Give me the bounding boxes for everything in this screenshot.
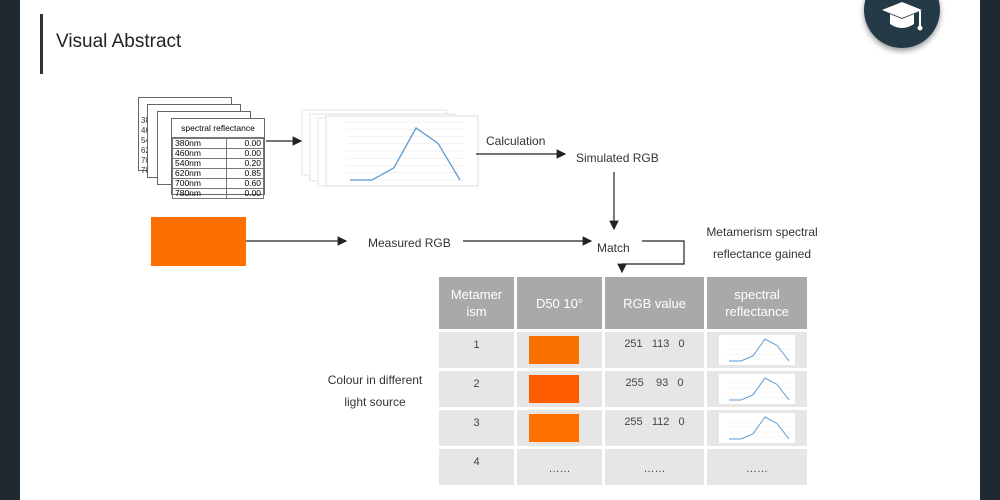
arrow-match-to-table (617, 240, 685, 274)
swatch-cell: …… (517, 449, 602, 485)
logo-badge (864, 0, 940, 48)
rgb-value: 255 112 0 (624, 416, 685, 428)
color-swatch (529, 336, 579, 364)
mini-curve (729, 377, 790, 401)
rgb-value: 251 113 0 (624, 338, 685, 350)
spectral-reflectance-cell (707, 371, 807, 407)
metamer-id: 3 (473, 417, 480, 429)
mini-curve (729, 416, 790, 440)
metamer-id: 1 (473, 339, 480, 351)
spectral-reflectance-cell (707, 410, 807, 446)
header-cell: D50 10° (517, 277, 602, 329)
measured-color-sample (151, 217, 246, 266)
color-swatch (529, 375, 579, 403)
colour-line-2: light source (344, 395, 406, 409)
metamer-id: 4 (473, 456, 480, 468)
title-accent-bar (40, 14, 43, 74)
metamer-id-cell: 4 (439, 449, 514, 485)
fragment: 54 (141, 136, 150, 145)
reflectance-cell: 0.00 (225, 188, 265, 199)
metamer-id: 2 (473, 378, 480, 390)
rgb-value-cell: …… (605, 449, 704, 485)
fragment: 62 (141, 146, 150, 155)
rgb-value: …… (643, 463, 666, 475)
gained-line-2: reflectance gained (712, 247, 812, 261)
swatch-cell (517, 332, 602, 368)
spectral-table-header: spectral reflectance (172, 119, 264, 138)
fragment: 46 (141, 126, 150, 135)
ellipsis-text: …… (548, 463, 571, 475)
simulated-rgb-label: Simulated RGB (576, 151, 659, 165)
mini-spectral-chart (719, 374, 795, 404)
match-label: Match (597, 241, 630, 255)
ellipsis-text: …… (746, 463, 768, 475)
chart-gridlines (346, 121, 464, 181)
rgb-value-cell: 255 112 0 (605, 410, 704, 446)
back-table-fragments: 38 46 54 62 70 78 (141, 116, 150, 176)
measured-rgb-label: Measured RGB (368, 236, 451, 250)
rgb-value-cell: 255 93 0 (605, 371, 704, 407)
fragment: 70 (141, 156, 150, 165)
metamer-id-cell: 2 (439, 371, 514, 407)
mini-spectral-chart (719, 335, 795, 365)
graduation-cap-icon (882, 2, 923, 31)
diagram-layer (246, 109, 685, 274)
rgb-value-cell: 251 113 0 (605, 332, 704, 368)
visual-abstract-slide: Visual Abstract 38 46 54 62 70 78 spectr… (20, 0, 980, 500)
fragment: 38 (141, 116, 150, 125)
header-cell: spectral reflectance (707, 277, 807, 329)
fragment: 78 (141, 166, 150, 175)
swatch-cell (517, 371, 602, 407)
header-cell: RGB value (605, 277, 704, 329)
gained-line-1: Metamerism spectral (706, 225, 818, 239)
metamer-id-cell: 3 (439, 410, 514, 446)
color-swatch (529, 414, 579, 442)
mini-spectral-chart (719, 413, 795, 443)
colour-light-source-label: Colour in different light source (320, 369, 430, 413)
colour-line-1: Colour in different (327, 373, 423, 387)
spectral-curve-line (350, 127, 461, 181)
page-title: Visual Abstract (56, 31, 182, 52)
metamer-id-cell: 1 (439, 332, 514, 368)
swatch-cell (517, 410, 602, 446)
header-cell: Metamer ism (439, 277, 514, 329)
calculation-label: Calculation (486, 134, 546, 148)
rgb-value: 255 93 0 (625, 377, 684, 389)
metamerism-gained-label: Metamerism spectral reflectance gained (692, 221, 832, 265)
stacked-charts (301, 109, 479, 187)
spectral-reflectance-cell (707, 332, 807, 368)
mini-curve (729, 338, 790, 362)
spectral-reflectance-cell: …… (707, 449, 807, 485)
